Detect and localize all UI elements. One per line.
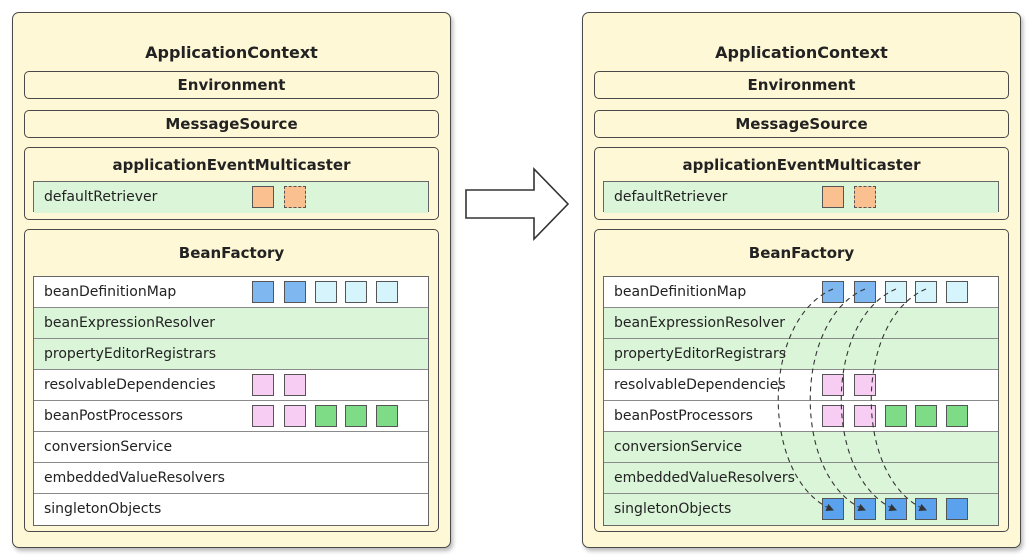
- listener-placeholder-square: [284, 186, 306, 208]
- transition-arrow: [462, 166, 574, 242]
- environment-box: Environment: [24, 71, 439, 99]
- processor-square: [345, 405, 367, 427]
- retriever-list: defaultRetriever: [33, 181, 429, 213]
- field-label: conversionService: [614, 439, 743, 455]
- bean-definition-square: [252, 281, 274, 303]
- field-row-property-editor-registrars: propertyEditorRegistrars: [604, 339, 998, 370]
- processor-square: [854, 405, 876, 427]
- dependency-square: [854, 374, 876, 396]
- field-row-embedded-value-resolvers: embeddedValueResolvers: [34, 463, 428, 494]
- singleton-square: [885, 498, 907, 520]
- panel-title: ApplicationContext: [715, 43, 888, 62]
- listener-square: [252, 186, 274, 208]
- retriever-label: defaultRetriever: [44, 189, 158, 205]
- processor-square: [822, 405, 844, 427]
- bean-definition-square: [854, 281, 876, 303]
- field-row-singleton-objects: singletonObjects: [604, 494, 998, 525]
- listener-placeholder-square: [854, 186, 876, 208]
- field-row-singleton-objects: singletonObjects: [34, 494, 428, 525]
- bean-definition-square: [946, 281, 968, 303]
- bean-factory-title: BeanFactory: [748, 244, 855, 262]
- field-label: beanPostProcessors: [44, 408, 183, 424]
- field-row-bean-definition-map: beanDefinitionMap: [604, 277, 998, 308]
- application-context-after: ApplicationContext Environment MessageSo…: [582, 12, 1021, 548]
- field-row-bean-definition-map: beanDefinitionMap: [34, 277, 428, 308]
- processor-square: [252, 405, 274, 427]
- bean-definition-square: [915, 281, 937, 303]
- field-row-bean-expression-resolver: beanExpressionResolver: [604, 308, 998, 339]
- field-row-conversion-service: conversionService: [34, 432, 428, 463]
- processor-square: [915, 405, 937, 427]
- field-row-property-editor-registrars: propertyEditorRegistrars: [34, 339, 428, 370]
- bean-definition-square: [822, 281, 844, 303]
- event-multicaster-box: applicationEventMulticaster defaultRetri…: [594, 147, 1009, 220]
- field-label: resolvableDependencies: [614, 377, 786, 393]
- field-row-bean-expression-resolver: beanExpressionResolver: [34, 308, 428, 339]
- processor-square: [284, 405, 306, 427]
- field-label: beanExpressionResolver: [614, 315, 786, 331]
- environment-label: Environment: [747, 76, 856, 94]
- message-source-box: MessageSource: [24, 110, 439, 138]
- singleton-square: [915, 498, 937, 520]
- event-multicaster-box: applicationEventMulticaster defaultRetri…: [24, 147, 439, 220]
- retriever-row: defaultRetriever: [604, 182, 998, 213]
- bean-definition-square: [284, 281, 306, 303]
- field-label: beanPostProcessors: [614, 408, 753, 424]
- listener-square: [822, 186, 844, 208]
- bean-definition-square: [315, 281, 337, 303]
- message-source-label: MessageSource: [735, 115, 868, 133]
- field-label: conversionService: [44, 439, 173, 455]
- arrow-right-icon: [465, 167, 570, 241]
- field-label: propertyEditorRegistrars: [44, 346, 217, 362]
- singleton-square: [854, 498, 876, 520]
- bean-definition-square: [376, 281, 398, 303]
- field-row-embedded-value-resolvers: embeddedValueResolvers: [604, 463, 998, 494]
- processor-square: [885, 405, 907, 427]
- field-label: resolvableDependencies: [44, 377, 216, 393]
- singleton-square: [946, 498, 968, 520]
- event-multicaster-title: applicationEventMulticaster: [112, 156, 351, 174]
- field-label: singletonObjects: [44, 501, 162, 517]
- bean-definition-square: [885, 281, 907, 303]
- field-label: embeddedValueResolvers: [614, 470, 795, 486]
- processor-square: [946, 405, 968, 427]
- dependency-square: [284, 374, 306, 396]
- bean-factory-title: BeanFactory: [178, 244, 285, 262]
- field-row-conversion-service: conversionService: [604, 432, 998, 463]
- field-label: embeddedValueResolvers: [44, 470, 225, 486]
- dependency-square: [822, 374, 844, 396]
- bean-factory-fields: beanDefinitionMap beanExpressionResolver…: [33, 276, 429, 526]
- bean-factory-box: BeanFactory beanDefinitionMap beanExpres…: [594, 229, 1009, 532]
- processor-square: [376, 405, 398, 427]
- retriever-label: defaultRetriever: [614, 189, 728, 205]
- field-label: beanDefinitionMap: [614, 284, 747, 300]
- processor-square: [315, 405, 337, 427]
- environment-box: Environment: [594, 71, 1009, 99]
- field-label: propertyEditorRegistrars: [614, 346, 787, 362]
- field-label: beanExpressionResolver: [44, 315, 216, 331]
- message-source-label: MessageSource: [165, 115, 298, 133]
- event-multicaster-title: applicationEventMulticaster: [682, 156, 921, 174]
- field-label: beanDefinitionMap: [44, 284, 177, 300]
- message-source-box: MessageSource: [594, 110, 1009, 138]
- field-label: singletonObjects: [614, 501, 732, 517]
- application-context-before: ApplicationContext Environment MessageSo…: [12, 12, 451, 548]
- field-row-bean-post-processors: beanPostProcessors: [34, 401, 428, 432]
- field-row-resolvable-dependencies: resolvableDependencies: [604, 370, 998, 401]
- dependency-square: [252, 374, 274, 396]
- field-row-resolvable-dependencies: resolvableDependencies: [34, 370, 428, 401]
- bean-factory-box: BeanFactory beanDefinitionMap beanExpres…: [24, 229, 439, 532]
- singleton-square: [822, 498, 844, 520]
- panel-title: ApplicationContext: [145, 43, 318, 62]
- environment-label: Environment: [177, 76, 286, 94]
- retriever-list: defaultRetriever: [603, 181, 999, 213]
- bean-definition-square: [345, 281, 367, 303]
- bean-factory-fields: beanDefinitionMap beanExpressionResolver…: [603, 276, 999, 526]
- retriever-row: defaultRetriever: [34, 182, 428, 213]
- field-row-bean-post-processors: beanPostProcessors: [604, 401, 998, 432]
